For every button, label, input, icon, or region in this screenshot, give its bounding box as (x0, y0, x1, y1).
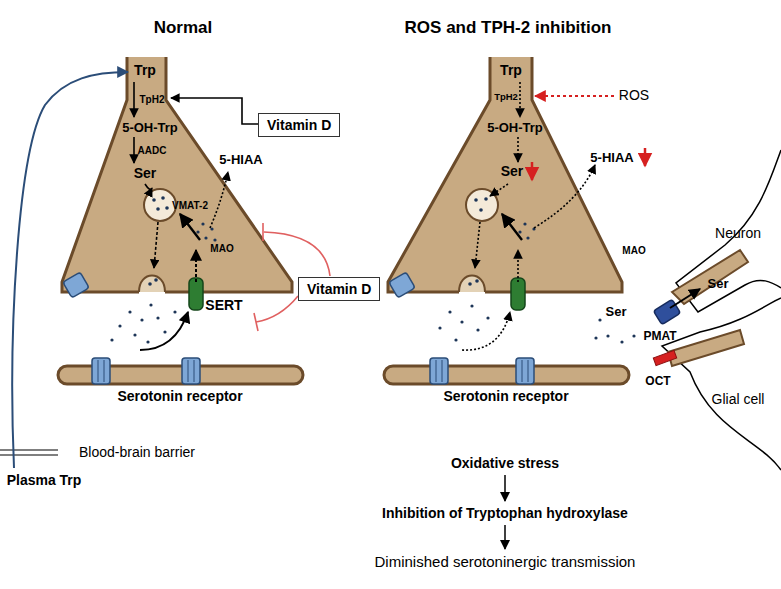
ros-inhibition-arrow (535, 95, 614, 97)
label-text: Neuron (715, 226, 761, 241)
flow-arrow (504, 525, 506, 549)
label-text: Serotonin receptor (117, 389, 242, 404)
node-text: Vitamin D (267, 117, 331, 133)
vesicle (144, 189, 176, 221)
label-text: Glial cell (712, 392, 765, 407)
label-text: Trp (134, 63, 156, 78)
label-text: 5-OH-Trp (487, 121, 543, 135)
node-text: Diminished serotoninergic transmission (375, 553, 636, 570)
node-text: Oxidative stress (451, 455, 559, 471)
presynaptic-terminal (62, 57, 292, 292)
label-text: VMAT-2 (172, 200, 208, 211)
presynaptic-terminal (388, 57, 622, 292)
label-text: ROS and TPH-2 inhibition (405, 19, 612, 38)
label-text: 5-HIAA (590, 151, 633, 165)
label-text: OCT (645, 375, 670, 388)
vitamin-box: Vitamin D (258, 113, 340, 137)
serotonin-receptor (92, 358, 534, 384)
label-text: Ser (134, 166, 157, 181)
vitamin-box: Vitamin D (298, 277, 380, 301)
flow-step: Inhibition of Tryptophan hydroxylase (380, 504, 630, 522)
label-text: PMAT (643, 330, 676, 343)
label-text: MAO (622, 245, 645, 256)
fusing-vesicle (459, 276, 485, 293)
postsynaptic-membrane (384, 366, 629, 384)
flow-arrow (504, 475, 506, 501)
label-text: SERT (205, 298, 242, 313)
terminal-membrane (388, 57, 622, 292)
fusing-vesicle (139, 276, 165, 293)
label-text: Plasma Trp (7, 473, 82, 488)
glial-process (668, 330, 744, 366)
impaired-pathway-arrow (462, 82, 595, 350)
terminal-membrane (62, 57, 292, 292)
node-text: Inhibition of Tryptophan hydroxylase (382, 505, 628, 521)
label-text: Trp (500, 63, 522, 78)
label-text: Ser (501, 164, 524, 179)
label-text: TpH2 (494, 92, 518, 102)
glial-outline (662, 298, 781, 470)
label-text: TpH2 (140, 94, 165, 105)
label-text: Ser (708, 277, 729, 291)
decrease-arrow (532, 148, 645, 180)
label-text: ROS (619, 88, 649, 103)
label-text: Blood-brain barrier (79, 445, 195, 460)
flow-step: Diminished serotoninergic transmission (373, 552, 638, 571)
node-text: Vitamin D (307, 281, 371, 297)
label-text: Normal (154, 19, 213, 38)
neuron-process (672, 250, 748, 304)
label-text: MAO (210, 243, 233, 254)
uptake-arrow (12, 72, 128, 468)
label-text: 5-HIAA (219, 153, 262, 167)
label-text: Ser (606, 305, 627, 319)
serotonin-dots (110, 196, 635, 343)
oct-transporter (653, 350, 676, 365)
label-text: Serotonin receptor (443, 389, 568, 404)
receptor-stripes (98, 360, 528, 382)
uptake-arrow (670, 289, 700, 308)
label-text: AADC (138, 145, 167, 156)
label-text: 5-OH-Trp (122, 121, 178, 135)
blood-brain-barrier-line (0, 450, 58, 455)
flow-step: Oxidative stress (449, 454, 561, 472)
